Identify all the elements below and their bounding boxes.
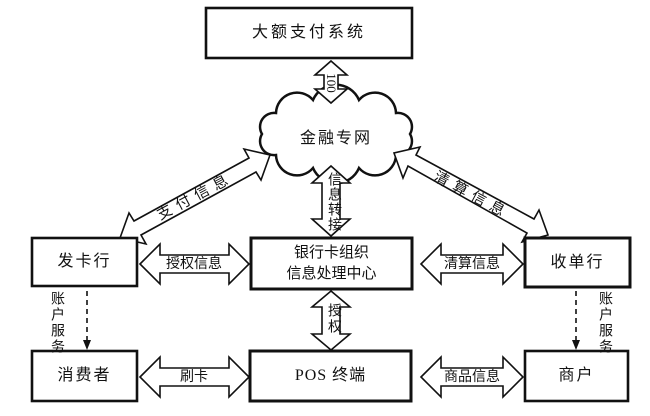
dashed-arrowhead-right [572,340,580,350]
account-service-left-label: 账户服务 [49,291,64,355]
dashed-arrowhead-left [83,340,91,350]
merchant-box [523,349,630,403]
card-org-label-line1: 银行卡组织 [293,245,369,261]
auth-info-label: 授权信息 [166,257,222,272]
issuer-label: 发卡行 [57,253,112,270]
pos-terminal-box [248,349,413,403]
hvps-link-text: 100 [324,73,339,93]
payment-system-box [204,6,414,60]
acquirer-label: 收单行 [550,254,605,271]
arrow-payment-info [118,147,272,246]
account-service-right-label: 账户服务 [597,291,612,355]
acquirer-box [523,236,632,289]
arrow-clearing-info-upper [392,145,550,244]
card-org-label: 银行卡组织 信息处理中心 [251,243,412,285]
authorization-label: 授权 [326,303,341,335]
pos-terminal-label: POS 终端 [294,367,367,384]
issuer-box [30,236,139,288]
card-org-box [249,236,414,291]
arrow-info-transfer [309,164,353,238]
card-org-label-line2: 信息处理中心 [286,266,377,282]
payment-system-label: 大额支付系统 [251,24,366,41]
arrow-clearing-info-mid [419,242,525,286]
arrow-hvps-link [312,59,350,105]
consumer-box [30,349,139,403]
network-cloud-label: 金融专网 [299,130,372,147]
merchant-label: 商户 [558,367,595,384]
arrow-goods-info [419,355,525,399]
hvps-link-label: 100 [316,68,346,98]
network-cloud-shape [258,83,414,185]
goods-info-label: 商品信息 [444,370,500,385]
consumer-label: 消费者 [57,367,112,384]
card-swipe-label: 刷卡 [180,370,208,385]
arrow-auth-info [138,242,251,286]
clearing-info-mid-label: 清算信息 [444,257,500,272]
info-transfer-label: 信息转接 [326,172,341,232]
